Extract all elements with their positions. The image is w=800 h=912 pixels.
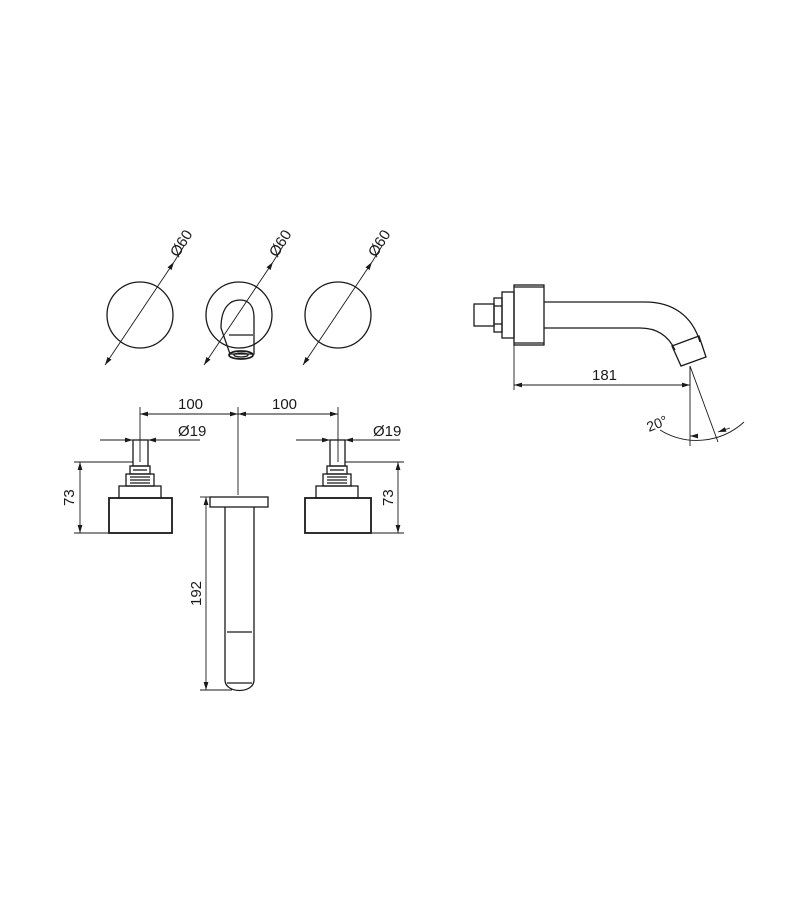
- top-view-left-handle: Ø60: [104, 227, 196, 366]
- left-handle-height-label: 73: [61, 489, 78, 506]
- right-handle-diameter-label: Ø60: [365, 227, 394, 260]
- front-view-spout: 192: [188, 496, 269, 692]
- front-view-left-handle: Ø19 73: [61, 423, 206, 534]
- left-spindle-diameter-label: Ø19: [178, 423, 206, 440]
- spacing-right-label: 100: [272, 396, 297, 413]
- spout-length-front-label: 192: [188, 581, 205, 606]
- front-view-right-handle: Ø19 73: [296, 423, 404, 534]
- side-view-spout: 181 20°: [473, 284, 745, 446]
- spout-plate-diameter-label: Ø60: [266, 227, 295, 260]
- spout-angle-label: 20°: [644, 412, 670, 435]
- front-view-spacing: 100 100: [139, 396, 339, 495]
- top-view-spout-plate: Ø60: [203, 227, 295, 366]
- spacing-left-label: 100: [178, 396, 203, 413]
- right-spindle-diameter-label: Ø19: [373, 423, 401, 440]
- left-handle-diameter-label: Ø60: [167, 227, 196, 260]
- right-handle-height-label: 73: [380, 489, 397, 506]
- spout-projection-label: 181: [592, 367, 617, 384]
- top-view-right-handle: Ø60: [302, 227, 394, 366]
